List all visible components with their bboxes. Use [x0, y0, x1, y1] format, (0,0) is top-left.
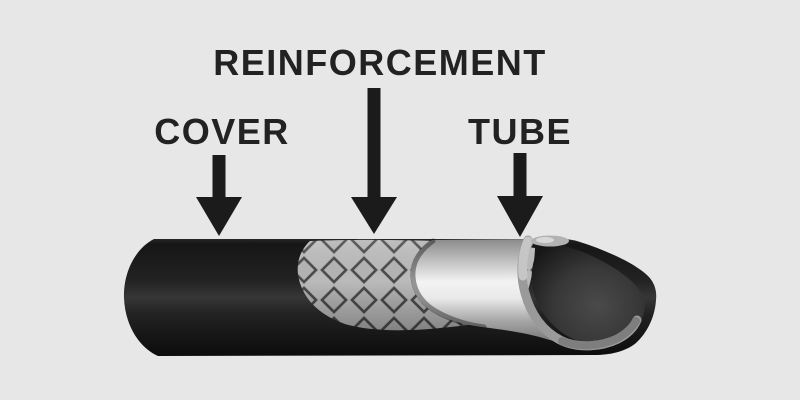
tube-down-arrow-icon: [497, 153, 543, 237]
reinforcement-down-arrow-icon: [351, 88, 397, 234]
label-tube: TUBE: [468, 111, 572, 152]
label-cover: COVER: [154, 111, 290, 152]
tube-edge-shadow: [410, 238, 487, 330]
bore-opening: [531, 243, 645, 345]
cover-down-arrow-icon: [196, 155, 242, 236]
tube-rim: [517, 235, 642, 351]
label-reinforcement: REINFORCEMENT: [213, 42, 547, 83]
